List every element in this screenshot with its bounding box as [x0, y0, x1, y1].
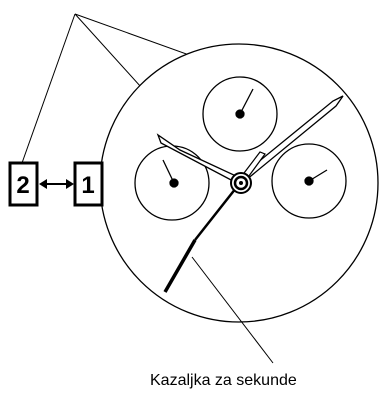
seconds-hand-caption: Kazaljka za sekunde	[150, 372, 297, 389]
mode-box-left	[8, 161, 39, 207]
sub-dial-top-hand	[239, 88, 254, 115]
seconds-hand-tail	[163, 239, 197, 293]
sub-dial-top-center	[235, 109, 245, 119]
mode-box-left-label: 2	[16, 172, 29, 199]
center-pin-dot	[239, 181, 243, 185]
mode-box-right-label: 1	[81, 172, 94, 199]
leader-line-to-mode-box	[21, 13, 76, 164]
mode-box-right	[73, 161, 104, 207]
sub-dial-hands	[162, 88, 328, 188]
double-arrow-icon	[39, 179, 74, 189]
sub-dial-right-center	[304, 176, 314, 186]
sub-dial-left-center	[169, 178, 179, 188]
caption-leader-line	[191, 256, 274, 364]
seconds-hand-shaft	[194, 187, 237, 241]
